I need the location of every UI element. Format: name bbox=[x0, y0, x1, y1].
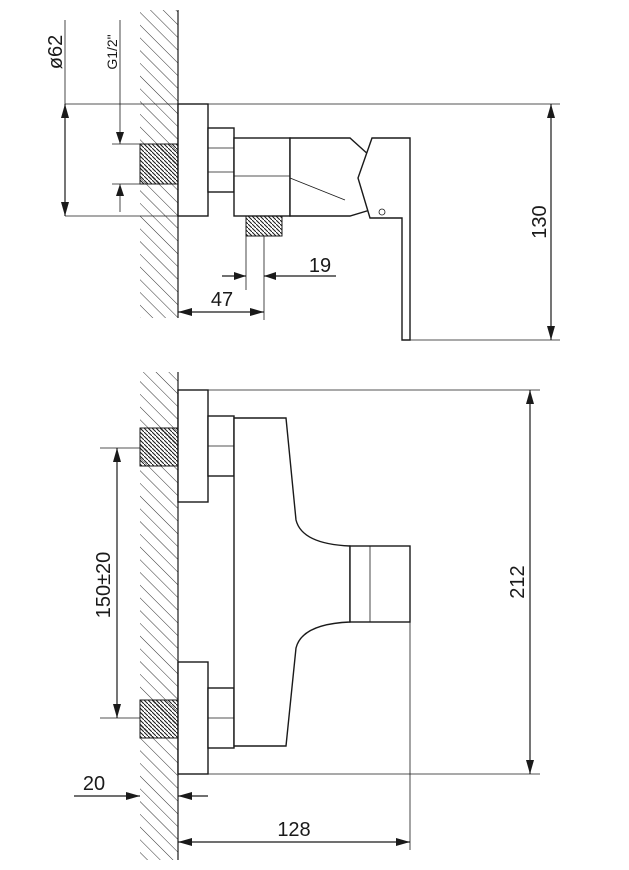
mixer-body-front bbox=[233, 417, 351, 747]
lever-block-front bbox=[349, 545, 411, 623]
lever-handle-side bbox=[357, 137, 411, 341]
label-outlet-offset: 47 bbox=[211, 289, 233, 311]
thread-pipe-side bbox=[139, 143, 179, 185]
label-projection: 128 bbox=[277, 819, 310, 841]
thread-lower-inlet bbox=[139, 699, 179, 739]
escutcheon-lower bbox=[177, 661, 209, 775]
front-view: 150±20 212 20 128 bbox=[74, 372, 540, 860]
connector-side bbox=[233, 137, 291, 217]
outlet-thread-side bbox=[245, 215, 283, 237]
label-diameter: ø62 bbox=[45, 35, 67, 69]
label-height: 130 bbox=[529, 205, 551, 238]
nut-side bbox=[207, 127, 235, 193]
label-thread: G1/2" bbox=[104, 34, 120, 69]
label-wall-offset: 20 bbox=[83, 773, 105, 795]
escutcheon-side bbox=[177, 103, 209, 217]
label-inlet-spacing: 150±20 bbox=[93, 552, 115, 619]
side-view: ø62 G1/2" 130 19 47 bbox=[45, 10, 560, 341]
label-outlet-width: 19 bbox=[309, 255, 331, 277]
label-total-height: 212 bbox=[507, 565, 529, 598]
escutcheon-upper bbox=[177, 389, 209, 503]
thread-upper-inlet bbox=[139, 427, 179, 467]
